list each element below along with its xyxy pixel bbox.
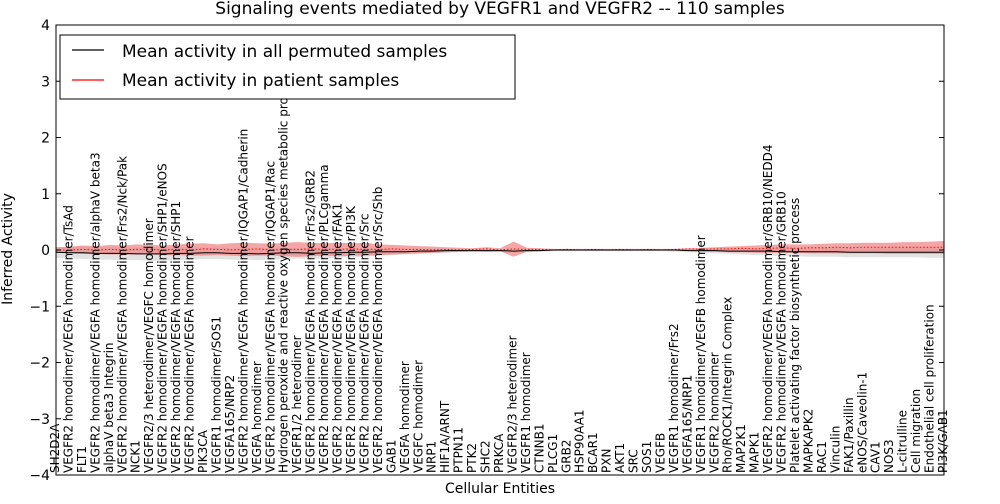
entity-label: Endothelial cell proliferation [923,304,937,473]
entity-label: VEGFR1 homodimer/Frs2 [667,323,681,473]
y-tick-label: −3 [29,412,50,428]
y-tick-label: 4 [41,18,50,34]
entity-label: VEGFR2/3 heterodimer/VEGFC homodimer [142,218,156,473]
entity-label: PIK3CA [196,429,210,473]
entity-label: SRC [627,449,641,473]
entity-label: NCK1 [129,440,143,473]
y-axis-ticks: 4 3 2 1 0 −1 −2 −3 −4 [29,18,944,484]
entity-label: Vinculin [828,426,842,473]
entity-label: VEGFR2 homodimer/VEGFA homodimer/IQGAP1/… [236,129,250,473]
entity-label: NOS3 [882,439,896,473]
entity-label: eNOS/Caveolin-1 [855,372,869,473]
legend-label-patient: Mean activity in patient samples [122,71,399,91]
entity-label: VEGFR2 homodimer/VEGFA homodimer/IQGAP1/… [263,161,277,473]
entity-label: Cell migration [909,389,923,473]
entity-label: VEGFA165/NRP2 [223,375,237,473]
entity-label: VEGFR1/2 heterodimer [290,335,304,473]
entity-label: VEGFR1 homodimer/SOS1 [210,316,224,473]
legend-label-permuted: Mean activity in all permuted samples [122,42,447,62]
entity-label: VEGFR2 homodimer/VEGFA homodimer/Src [358,213,372,473]
entity-label: RAC1 [815,441,829,473]
entity-label: MAP2K1 [734,424,748,473]
entity-label: alphaV beta3 Integrin [102,342,116,473]
entity-label: VEGFR2 homodimer/VEGFA homodimer/GRB10 [775,191,789,473]
entity-label: GAB1 [384,440,398,473]
entity-label: VEGFA homodimer [250,361,264,473]
entity-label: VEGFR2 homodimer/VEGFA homodimer/Frs2/GR… [304,170,318,473]
legend-box [59,34,516,100]
entity-label: FAK1/Paxillin [842,397,856,473]
y-tick-label: −4 [29,468,50,484]
entity-label: NRP1 [425,441,439,473]
entity-label: VEGFB [654,433,668,473]
y-tick-label: −2 [29,356,50,372]
entity-label: Rho/ROCK1/Integrin Complex [721,297,735,473]
entity-label: GRB2 [559,439,573,473]
entity-label: VEGFR1 homodimer [519,352,533,473]
y-tick-label: 0 [41,243,50,259]
entity-label: VEGFA165/NRP1 [680,375,694,473]
entity-label: VEGFR2 homodimer/VEGFA homodimer/PLCgamm… [317,164,331,473]
plot-area [55,241,944,261]
chart-title: Signaling events mediated by VEGFR1 and … [215,0,785,19]
permuted-mean-line [55,249,944,255]
entity-label: MAPK1 [748,432,762,473]
entity-label: VEGFR2 homodimer/VEGFA homodimer/Src/Shb [371,187,385,473]
entity-label: VEGFR2 homodimer/VEGFA homodimer/alphaV … [88,152,102,473]
entity-label: HIF1A/ARNT [438,400,452,473]
entity-label: VEGFR2 homodimer/VEGFA homodimer/GRB10/N… [761,144,775,473]
y-tick-label: 2 [41,131,50,147]
y-axis-label: Inferred Activity [0,193,16,305]
entity-label: L-citrulline [896,410,910,473]
entity-label: VEGFR1 homodimer/VEGFB homodimer [694,235,708,473]
x-axis-label: Cellular Entities [445,481,555,497]
entity-label: VEGFR2 homodimer/VEGFA homodimer/SHP1 [169,201,183,473]
entity-label: Platelet activating factor biosynthetic … [788,198,802,473]
entity-label: VEGFC homodimer [411,360,425,473]
entity-label: PTPN11 [452,427,466,473]
entity-label: HSP90AA1 [573,409,587,473]
entity-label: VEGFR2 homodimer/VEGFA homodimer/FAK1 [331,203,345,473]
entity-label: CTNNB1 [532,423,546,473]
entity-label: VEGFA homodimer [398,361,412,473]
entity-label: PXN [600,449,614,473]
entity-label: PRKCA [492,433,506,473]
legend: Mean activity in all permuted samples Me… [59,34,516,100]
entity-label: MAPKAPK2 [802,409,816,473]
entity-label: FLT1 [75,446,89,473]
patient-mean-line [56,246,944,251]
entity-label: SOS1 [640,441,654,473]
entity-label: VEGFR2 homodimer/VEGFA homodimer/TsAd [62,205,76,473]
entity-label: AKT1 [613,443,627,473]
entity-label: CAV1 [869,441,883,473]
entity-label: VEGFR2/3 heterodimer [506,335,520,473]
entity-label: VEGFR2 homodimer/VEGFA homodimer/PI3K [344,205,358,473]
entity-label: VEGFR2 homodimer/VEGFA homodimer [183,236,197,473]
entity-label: PTK2 [465,443,479,473]
entity-label: PI3K/GAB1 [936,409,950,473]
entity-label: SHC2 [479,440,493,473]
entity-label: VEGFR2 homodimer/VEGFA homodimer/Frs2/Nc… [115,156,129,473]
entity-label: VEGFR2 homodimer [707,352,721,473]
y-tick-label: −1 [29,299,50,315]
entity-label: BCAR1 [586,432,600,473]
entity-label: SH2D2A [48,423,62,473]
entity-label: VEGFR2 homodimer/VEGFA homodimer/SHP1/eN… [156,163,170,473]
entity-label: Hydrogen peroxide and reactive oxygen sp… [277,71,291,473]
y-tick-label: 3 [41,74,50,90]
entity-label: PLCG1 [546,434,560,473]
y-tick-label: 1 [41,187,50,203]
